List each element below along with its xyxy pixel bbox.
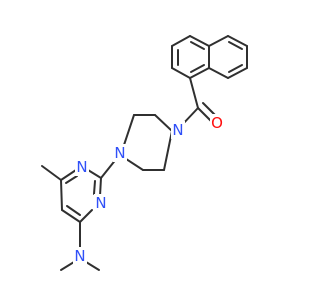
bond: [171, 67, 191, 79]
bond: [79, 209, 93, 223]
bond: [227, 67, 248, 79]
label-background: [210, 114, 224, 132]
bond: [65, 175, 78, 184]
bond: [87, 169, 102, 179]
bond: [154, 114, 173, 132]
bond: [228, 64, 243, 73]
bond: [66, 205, 81, 216]
atom-label-n-piperazine-top: N: [172, 121, 183, 139]
bond: [60, 261, 75, 271]
bond: [171, 35, 191, 47]
bond: [227, 35, 248, 47]
molecule-structure-diagram: N N N N N O: [41, 35, 248, 271]
bond: [190, 41, 205, 50]
bond: [61, 209, 81, 223]
atom-label-n-dimethylamino: N: [74, 247, 85, 265]
bond: [163, 130, 173, 171]
label-background: [113, 144, 127, 162]
bond: [60, 169, 77, 181]
atom-label-n-pyrimidine-1: N: [76, 158, 87, 176]
label-background: [75, 158, 89, 176]
bond: [189, 67, 210, 79]
bond: [208, 35, 229, 47]
bond: [202, 102, 217, 117]
bond: [122, 114, 135, 149]
label-background: [171, 121, 185, 139]
bond: [228, 41, 243, 50]
bond: [189, 35, 210, 47]
bond: [197, 107, 212, 122]
atom-label-n-piperazine-bottom: N: [114, 144, 125, 162]
atom-label-o-carbonyl: O: [211, 114, 223, 132]
bond: [41, 165, 62, 181]
bond: [208, 67, 229, 79]
bond: [85, 261, 100, 271]
atom-label-n-pyrimidine-3: N: [95, 194, 106, 212]
bond: [189, 77, 199, 109]
bond: [190, 64, 205, 73]
bond-layer: [41, 35, 248, 271]
label-background: [73, 247, 87, 265]
bond: [60, 179, 63, 211]
atom-label-layer: N N N N N O: [73, 114, 224, 265]
bond: [93, 180, 96, 195]
bond: [99, 177, 102, 197]
label-background: [94, 194, 108, 212]
